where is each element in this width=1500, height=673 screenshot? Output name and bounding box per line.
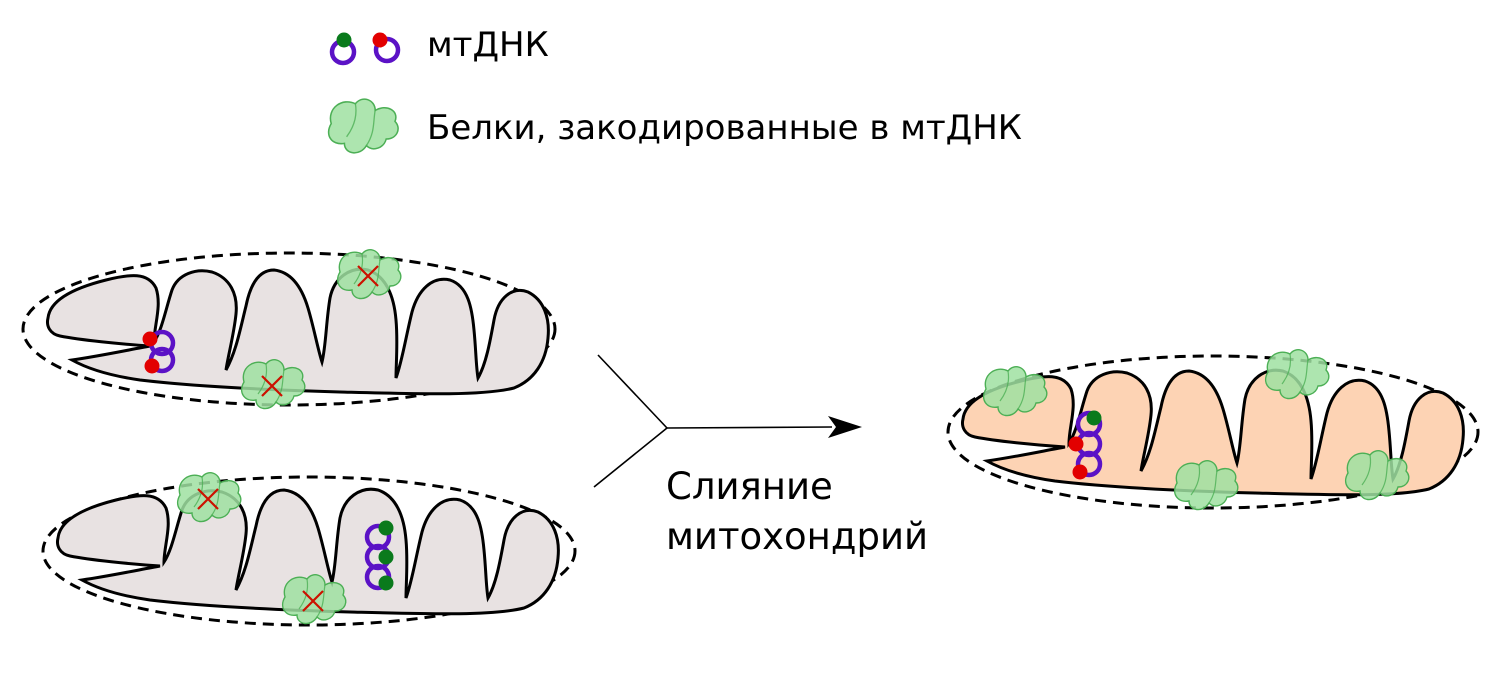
legend-protein-label: Белки, закодированные в мтДНК (427, 108, 1022, 148)
mtdna-cluster (364, 520, 394, 591)
arrowhead-icon (828, 416, 862, 438)
legend-mtdna-label: мтДНК (427, 25, 549, 65)
legend: мтДНК Белки, закодированные в мтДНК (327, 25, 1022, 154)
mitochondrion-parent-1 (21, 249, 557, 410)
mitochondrion-parent-2 (41, 472, 577, 627)
mtdna-cluster (1068, 410, 1103, 480)
legend-mtdna-icon (329, 32, 401, 66)
legend-protein-icon (327, 98, 399, 154)
fusion-arrow (593, 354, 862, 488)
outer-membrane (21, 251, 557, 407)
caption-line-1: Слияние (666, 465, 833, 508)
caption-line-2: митохондрий (666, 515, 928, 558)
outer-membrane (946, 354, 1480, 510)
mitochondrion-fused (946, 349, 1480, 511)
outer-membrane (41, 475, 577, 627)
mtdna-cluster (142, 329, 176, 374)
